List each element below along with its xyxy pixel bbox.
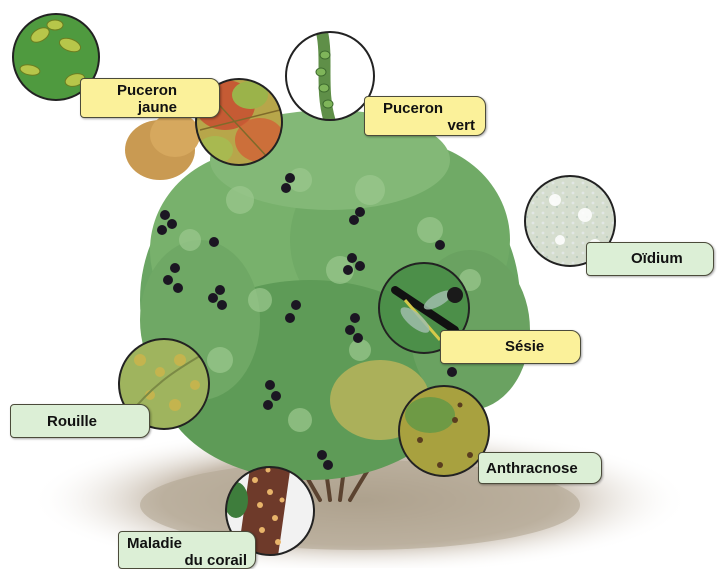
label-puceron-vert-line2: vert: [375, 117, 475, 134]
label-oidium: Oïdium: [586, 242, 714, 276]
label-anthracnose: Anthracnose: [478, 452, 602, 484]
label-maladie-line1: Maladie: [127, 535, 247, 552]
label-puceron-jaune-line1: Puceron: [91, 82, 209, 99]
label-maladie-du-corail: Maladie du corail: [118, 531, 256, 569]
label-puceron-jaune-line2: jaune: [91, 99, 209, 116]
label-maladie-line2: du corail: [127, 552, 247, 569]
label-sesie: Sésie: [440, 330, 581, 364]
label-puceron-jaune: Puceron jaune: [80, 78, 220, 118]
label-rouille-text: Rouille: [47, 413, 97, 430]
label-anthracnose-text: Anthracnose: [486, 460, 578, 477]
label-puceron-vert: Puceron vert: [364, 96, 486, 136]
label-sesie-text: Sésie: [505, 338, 544, 355]
label-puceron-vert-line1: Puceron: [375, 100, 475, 117]
label-oidium-text: Oïdium: [631, 250, 683, 267]
label-rouille: Rouille: [10, 404, 150, 438]
